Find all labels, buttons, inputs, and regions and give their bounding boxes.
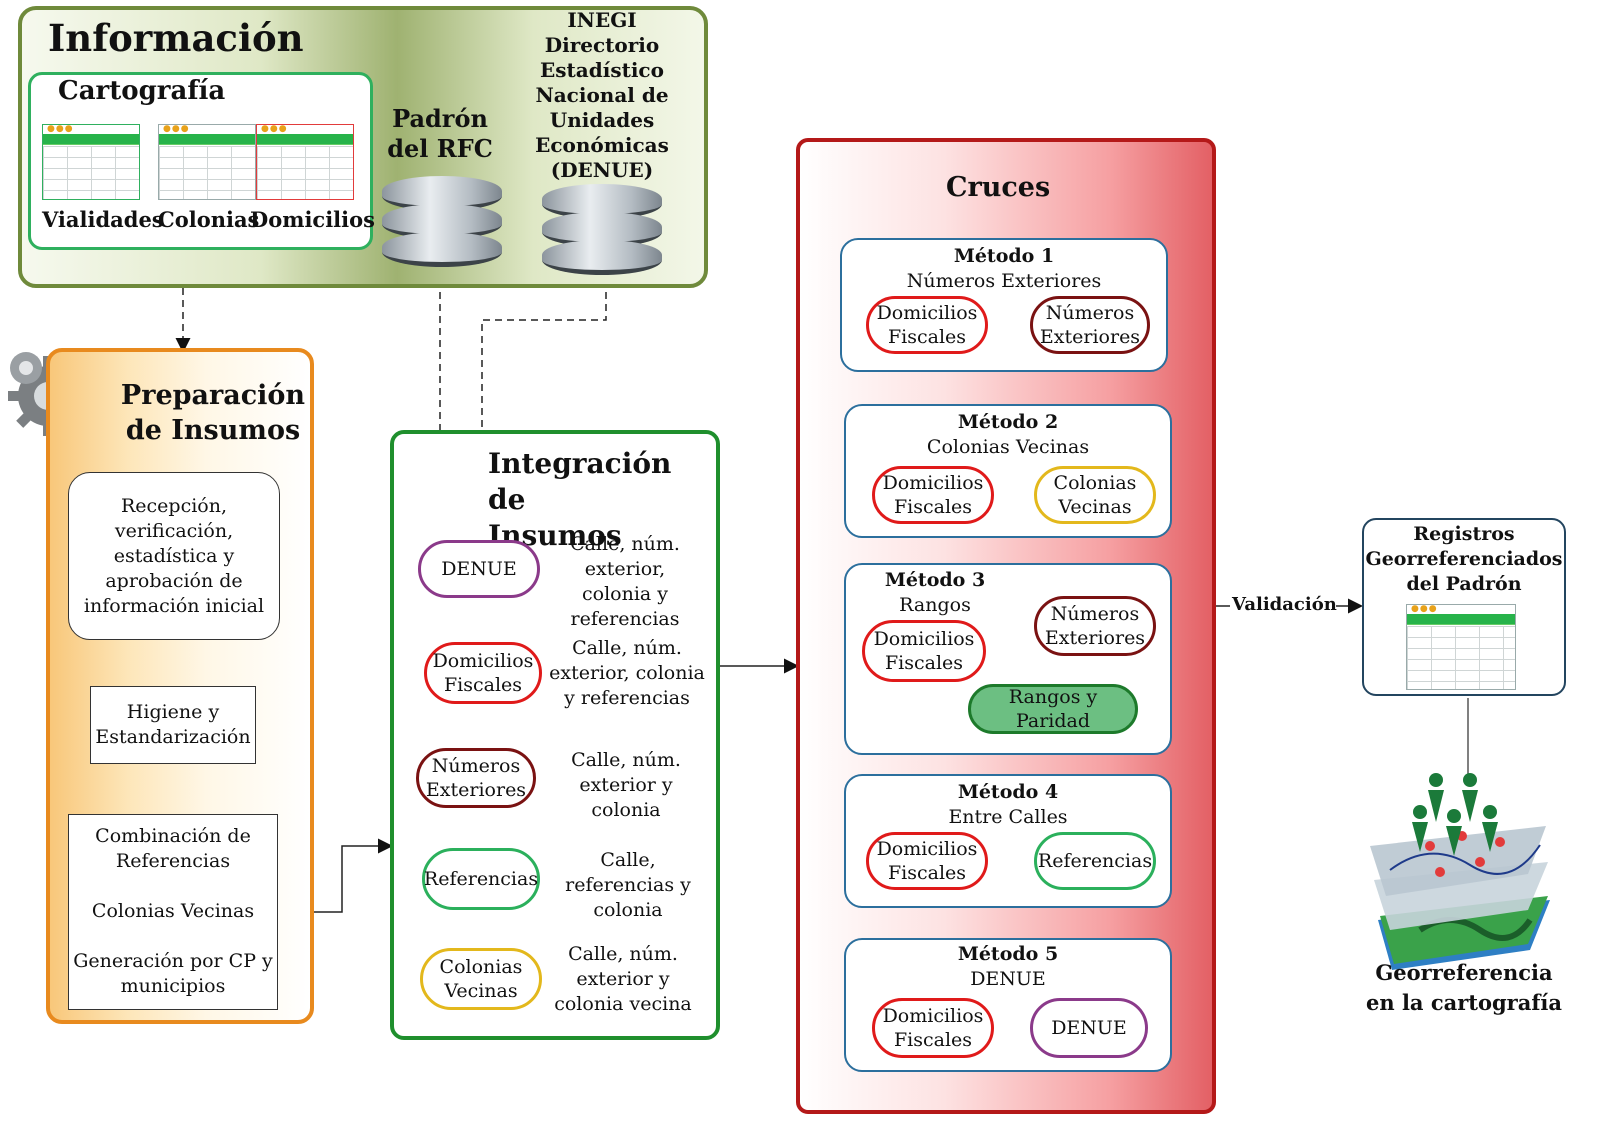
metodo-3-header: Método 3 Rangos [880,568,990,618]
pill-numeros-exteriores: Números Exteriores [416,748,536,808]
metodo-1-subtitle: Números Exteriores [906,270,1102,292]
higiene-step: Higiene y Estandarización [90,686,256,764]
integracion-panel [390,430,720,1040]
domicilios-table-icon: ●●● [256,124,354,200]
metodo-3-left: Domicilios Fiscales [862,620,986,682]
inegi-line-4: Nacional de [535,83,669,107]
metodo-2-left: Domicilios Fiscales [872,466,994,524]
denue-database-icon [542,184,662,280]
desc-referencias: Calle, referencias y colonia [565,849,691,921]
validacion-label: Validación [1232,594,1337,615]
padron-rfc-label: Padrón del RFC [387,104,493,163]
cartografia-title: Cartografía [58,76,226,106]
cruces-title: Cruces [946,172,1051,203]
metodo-4-header: Método 4 Entre Calles [844,780,1172,830]
inegi-line-2: Directorio [544,33,660,57]
integracion-title: Integración de Insumos [488,447,672,552]
generacion-cp-text: Generación por CP y municipios [73,950,273,997]
metodo-3-title: Método 3 [884,569,986,591]
inegi-line-5: Unidades [549,108,655,132]
inegi-line-1: INEGI [567,8,637,32]
metodo-5-subtitle: DENUE [970,968,1046,990]
location-pins-icon [1412,773,1498,856]
metodo-5-right: DENUE [1030,998,1148,1058]
metodo-5-header: Método 5 DENUE [844,942,1172,992]
metodo-5-title: Método 5 [957,943,1059,965]
vialidades-table-icon: ●●● [42,124,140,200]
desc-denue: Calle, núm. exterior, colonia y referenc… [570,533,680,630]
inegi-line-6: Económicas [535,133,669,157]
georreferencia-label: Georreferencia en la cartografía [1366,960,1562,1015]
metodo-2-header: Método 2 Colonias Vecinas [844,410,1172,460]
dashed-arrow-denue [474,292,607,543]
inegi-denue-label: INEGI Directorio Estadístico Nacional de… [522,8,682,183]
desc-colonias-vecinas: Calle, núm. exterior y colonia vecina [554,943,692,1015]
registros-title: Registros Georreferenciados del Padrón [1365,523,1563,595]
registros-table-icon: ●●● [1406,604,1516,690]
inegi-line-7: (DENUE) [550,158,654,182]
metodo-2-subtitle: Colonias Vecinas [926,436,1090,458]
metodo-3-bottom: Rangos y Paridad [968,684,1138,734]
metodo-3-subtitle: Rangos [899,594,971,616]
pill-referencias: Referencias [422,848,540,910]
vialidades-label: Vialidades [42,207,164,232]
map-layers-icon [1370,826,1550,970]
desc-domicilios-fiscales: Calle, núm. exterior, colonia y referenc… [549,637,705,709]
domicilios-label: Domicilios [250,207,375,232]
small-gear-icon [10,352,42,384]
preparacion-title: Preparación de Insumos [120,380,306,446]
metodo-1-title: Método 1 [953,245,1055,267]
colonias-label: Colonias [158,207,260,232]
informacion-title: Información [48,16,304,60]
metodo-1-header: Método 1 Números Exteriores [840,244,1168,294]
pill-domicilios-fiscales: Domicilios Fiscales [424,642,542,704]
recepcion-step: Recepción, verificación, estadística y a… [68,472,280,640]
desc-numeros-exteriores: Calle, núm. exterior y colonia [571,749,681,821]
metodo-1-right: Números Exteriores [1030,296,1150,354]
colonias-table-icon: ●●● [158,124,256,200]
combinacion-referencias-text: Combinación de Referencias [95,825,251,872]
pill-colonias-vecinas: Colonias Vecinas [420,948,542,1010]
colonias-vecinas-text: Colonias Vecinas [91,899,255,922]
metodo-5-left: Domicilios Fiscales [872,998,994,1058]
metodo-4-title: Método 4 [957,781,1059,803]
metodo-4-left: Domicilios Fiscales [866,832,988,890]
metodo-1-left: Domicilios Fiscales [866,296,988,354]
metodo-2-title: Método 2 [957,411,1059,433]
metodo-4-right: Referencias [1034,832,1156,890]
padron-database-icon [382,176,502,272]
metodo-4-subtitle: Entre Calles [948,806,1068,828]
combinacion-step: Combinación de Referencias Colonias Veci… [68,814,278,1010]
metodo-3-right: Números Exteriores [1034,596,1156,656]
inegi-line-3: Estadístico [540,58,664,82]
pill-denue: DENUE [418,540,540,598]
metodo-2-right: Colonias Vecinas [1034,466,1156,524]
